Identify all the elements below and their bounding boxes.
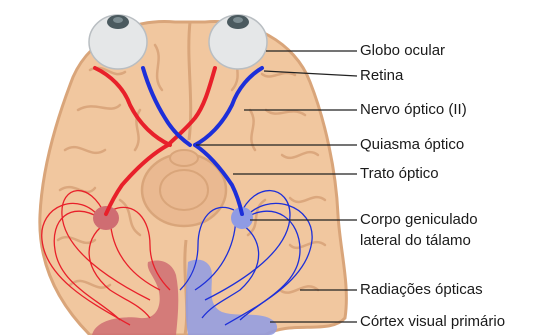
label-eyeball: Globo ocular xyxy=(360,42,445,59)
label-optic-tract: Trato óptico xyxy=(360,165,439,182)
label-optic-radiations: Radiações ópticas xyxy=(360,281,483,298)
label-lgn-line2: lateral do tálamo xyxy=(360,232,471,249)
label-optic-chiasm: Quiasma óptico xyxy=(360,136,464,153)
label-lgn-line1: Corpo geniculado xyxy=(360,211,478,228)
label-optic-nerve: Nervo óptico (II) xyxy=(360,101,467,118)
eyeball-left xyxy=(89,15,147,69)
label-retina: Retina xyxy=(360,67,403,84)
label-visual-cortex: Córtex visual primário xyxy=(360,313,505,330)
eyeball-right xyxy=(209,15,267,69)
pituitary xyxy=(170,150,198,166)
